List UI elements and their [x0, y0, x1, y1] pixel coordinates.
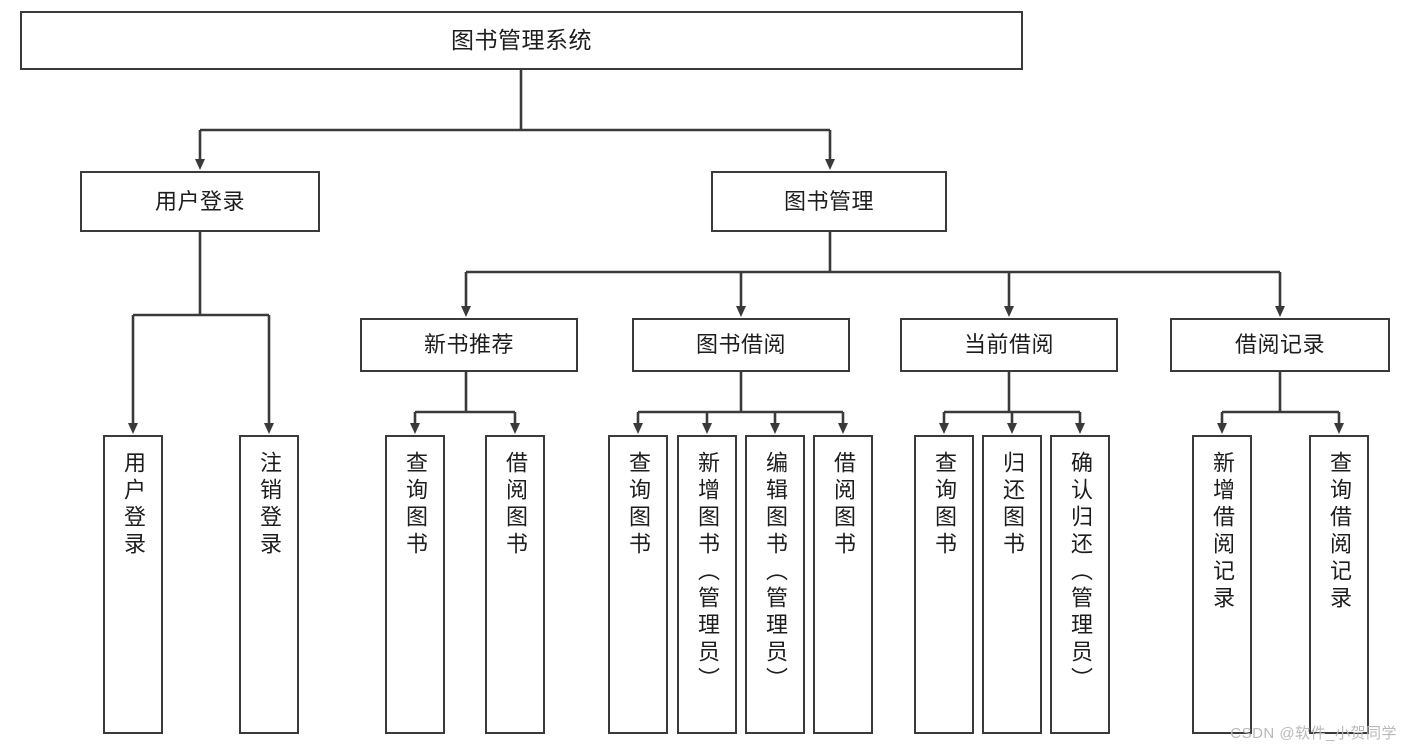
leaf-book-borrow-borrow-book[interactable]: 借阅图书 [813, 435, 873, 734]
node-label: 图书管理 [783, 188, 874, 214]
node-label: 借阅图书 [503, 451, 528, 559]
leaf-borrow-record-query-record[interactable]: 查询借阅记录 [1309, 435, 1369, 734]
leaf-current-borrow-query-book[interactable]: 查询图书 [914, 435, 974, 734]
node-label: 查询图书 [626, 451, 651, 559]
node-label: 新增借阅记录 [1210, 451, 1235, 613]
node-book-borrow[interactable]: 图书借阅 [632, 318, 850, 372]
node-label: 注销登录 [257, 451, 282, 559]
node-new-book-recommend[interactable]: 新书推荐 [360, 318, 578, 372]
node-label: 当前借阅 [963, 332, 1054, 358]
node-current-borrow[interactable]: 当前借阅 [900, 318, 1118, 372]
node-label: 图书管理系统 [451, 27, 592, 54]
leaf-current-borrow-return-book[interactable]: 归还图书 [982, 435, 1042, 734]
node-label: 编辑图书（管理员） [763, 451, 788, 694]
node-label: 归还图书 [1000, 451, 1025, 559]
node-label: 查询借阅记录 [1327, 451, 1352, 613]
node-book-management[interactable]: 图书管理 [711, 171, 947, 232]
node-label: 查询图书 [403, 451, 428, 559]
node-label: 新增图书（管理员） [695, 451, 720, 694]
leaf-current-borrow-confirm-return-admin[interactable]: 确认归还（管理员） [1050, 435, 1110, 734]
leaf-new-book-query-book[interactable]: 查询图书 [385, 435, 445, 734]
node-user-login[interactable]: 用户登录 [80, 171, 320, 232]
node-label: 借阅图书 [831, 451, 856, 559]
node-label: 借阅记录 [1234, 332, 1325, 358]
leaf-borrow-record-add-record[interactable]: 新增借阅记录 [1192, 435, 1252, 734]
node-label: 新书推荐 [423, 332, 514, 358]
leaf-book-borrow-edit-book-admin[interactable]: 编辑图书（管理员） [745, 435, 805, 734]
node-borrow-record[interactable]: 借阅记录 [1170, 318, 1390, 372]
node-label: 图书借阅 [695, 332, 786, 358]
node-label: 用户登录 [154, 188, 245, 214]
node-label: 查询图书 [932, 451, 957, 559]
node-root-book-management-system[interactable]: 图书管理系统 [20, 11, 1023, 70]
leaf-user-login-login[interactable]: 用户登录 [103, 435, 163, 734]
leaf-book-borrow-query-book[interactable]: 查询图书 [608, 435, 668, 734]
leaf-user-login-logout[interactable]: 注销登录 [239, 435, 299, 734]
leaf-new-book-borrow-book[interactable]: 借阅图书 [485, 435, 545, 734]
csdn-watermark: CSDN @软件_小贺同学 [1230, 725, 1397, 742]
node-label: 确认归还（管理员） [1068, 451, 1093, 694]
node-label: 用户登录 [121, 451, 146, 559]
leaf-book-borrow-add-book-admin[interactable]: 新增图书（管理员） [677, 435, 737, 734]
